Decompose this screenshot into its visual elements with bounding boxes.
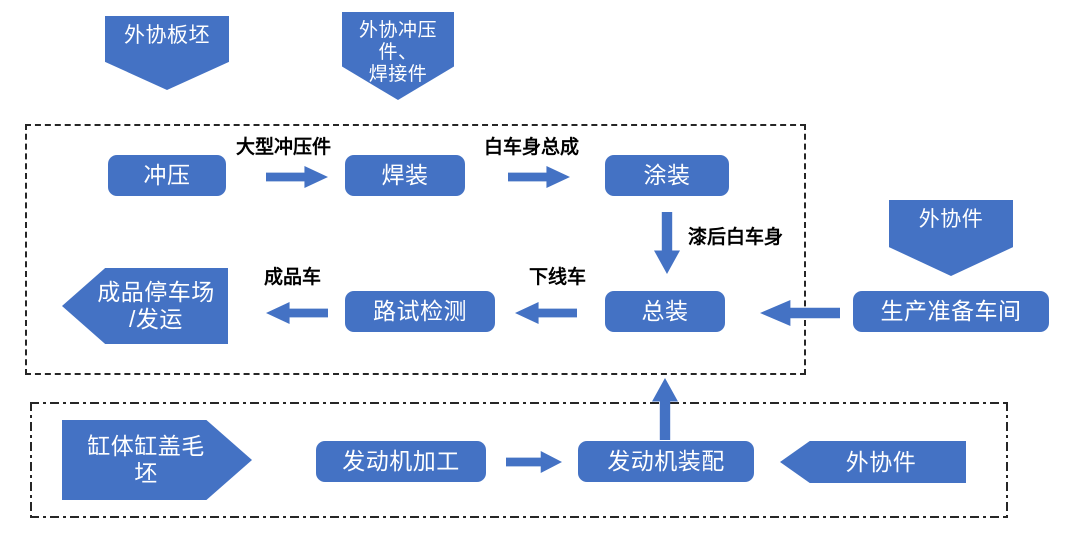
input-outsourced-stamping-welding-label: 外协冲压件、 焊接件 [358,20,437,86]
node-engine-machining-label: 发动机加工 [342,448,460,475]
node-engine-assembly[interactable]: 发动机装配 [578,441,754,482]
edge-label-large-stamped-parts: 大型冲压件 [236,137,332,159]
node-stamping-label: 冲压 [143,162,191,189]
node-final-assembly[interactable]: 总装 [605,291,725,332]
output-finished-lot-label: 成品停车场 /发运 [97,279,215,332]
node-final-assembly-label: 总装 [641,298,689,325]
edge-label-finished-vehicle: 成品车 [264,267,322,289]
edge-label-offline-vehicle-text: 下线车 [529,267,587,288]
edge-label-offline-vehicle: 下线车 [529,267,587,289]
node-painting[interactable]: 涂装 [605,155,729,196]
input-outsourced-parts-engine[interactable]: 外协件 [780,441,966,483]
node-welding[interactable]: 焊装 [345,155,465,196]
node-painting-label: 涂装 [643,162,691,189]
node-stamping[interactable]: 冲压 [108,155,226,196]
node-welding-label: 焊装 [381,162,429,189]
edge-label-painted-body-text: 漆后白车身 [688,227,784,248]
node-road-test-label: 路试检测 [373,298,467,325]
output-finished-lot[interactable]: 成品停车场 /发运 [62,268,228,344]
edge-label-finished-vehicle-text: 成品车 [264,267,322,288]
vehicle-plant-boundary [25,124,806,375]
node-engine-assembly-label: 发动机装配 [607,448,725,475]
input-cylinder-blank[interactable]: 缸体缸盖毛 坯 [62,420,252,500]
input-cylinder-blank-label: 缸体缸盖毛 坯 [87,433,205,486]
input-outsourced-blank[interactable]: 外协板坯 [105,16,229,90]
input-outsourced-parts-right-label: 外协件 [918,208,984,231]
node-production-prep-shop-label: 生产准备车间 [880,298,1022,325]
node-production-prep-shop[interactable]: 生产准备车间 [853,291,1049,332]
edge-label-body-in-white: 白车身总成 [484,137,580,159]
node-engine-machining[interactable]: 发动机加工 [316,441,486,482]
edge-label-painted-body: 漆后白车身 [688,227,784,249]
edge-label-body-in-white-text: 白车身总成 [484,137,580,158]
input-outsourced-parts-right[interactable]: 外协件 [889,200,1013,276]
node-road-test[interactable]: 路试检测 [345,291,495,332]
input-outsourced-blank-label: 外协板坯 [124,24,210,47]
input-outsourced-parts-engine-label: 外协件 [845,448,917,475]
edge-label-large-stamped-parts-text: 大型冲压件 [236,137,332,158]
input-outsourced-stamping-welding[interactable]: 外协冲压件、 焊接件 [342,12,454,100]
